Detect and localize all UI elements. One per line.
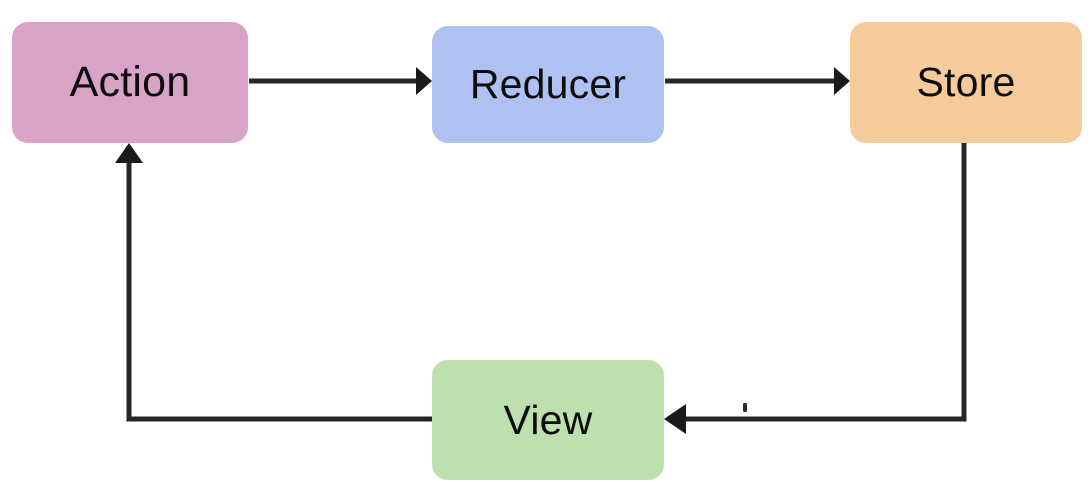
node-reducer[interactable]: Reducer [432,26,664,143]
edge-reducer-to-store [665,67,850,95]
arrowhead-icon [664,404,686,434]
node-store[interactable]: Store [850,22,1082,143]
node-view[interactable]: View [432,360,664,480]
node-store-label: Store [916,59,1016,105]
edge-store-to-view [664,143,967,434]
arrowhead-icon [115,143,143,163]
scan-artifact [743,403,747,412]
edge-action-to-reducer [249,67,432,95]
arrowhead-icon [834,67,850,95]
node-reducer-label: Reducer [469,61,627,107]
node-action[interactable]: Action [12,22,248,143]
edge-view-to-action [115,143,432,422]
node-action-label: Action [69,58,191,106]
arrowhead-icon [416,67,432,95]
node-view-label: View [503,396,593,443]
